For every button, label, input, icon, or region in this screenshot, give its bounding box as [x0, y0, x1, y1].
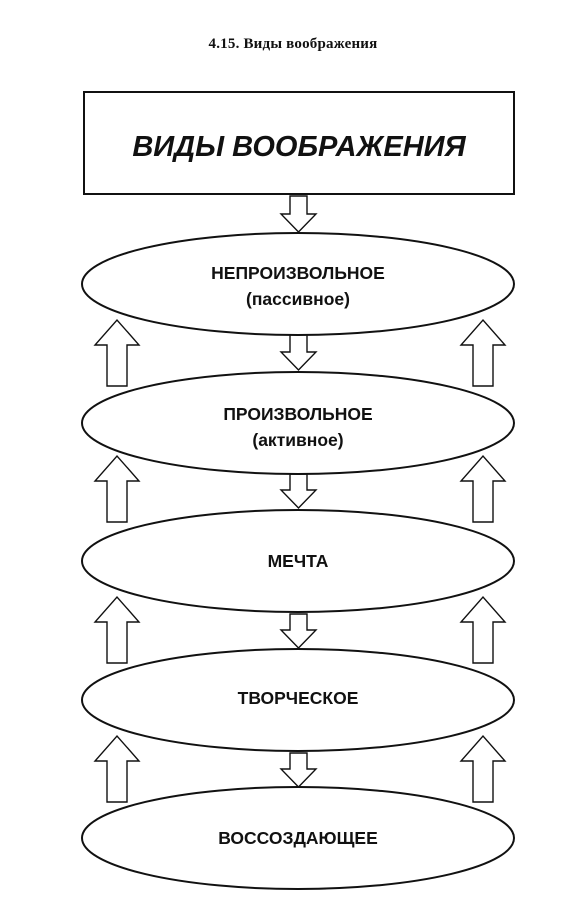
node-involuntary-ellipse — [81, 232, 515, 336]
figure-caption: 4.15. Виды воображения — [208, 36, 378, 52]
node-dream-label: МЕЧТА — [268, 551, 329, 571]
node-voluntary: ПРОИЗВОЛЬНОЕ (активное) — [81, 371, 515, 475]
node-recreative-ellipse — [81, 786, 515, 890]
title-box-frame — [83, 91, 515, 195]
right-up-arrow-3 — [459, 595, 507, 664]
down-arrow-1 — [279, 195, 318, 234]
node-voluntary-ellipse — [81, 371, 515, 475]
node-voluntary-sublabel: (активное) — [252, 430, 343, 450]
diagram-title: ВИДЫ ВООБРАЖЕНИЯ — [132, 131, 466, 163]
left-up-arrow-2 — [93, 454, 141, 523]
node-involuntary: НЕПРОИЗВОЛЬНОЕ (пассивное) — [81, 232, 515, 336]
node-recreative: ВОССОЗДАЮЩЕЕ — [81, 786, 515, 890]
node-voluntary-label: ПРОИЗВОЛЬНОЕ — [223, 404, 372, 424]
node-creative-label: ТВОРЧЕСКОЕ — [238, 688, 359, 708]
node-creative-ellipse — [81, 648, 515, 752]
right-up-arrow-2 — [459, 454, 507, 523]
node-dream: МЕЧТА — [81, 509, 515, 613]
title-box: ВИДЫ ВООБРАЖЕНИЯ — [83, 91, 515, 195]
node-recreative-label: ВОССОЗДАЮЩЕЕ — [218, 828, 378, 848]
right-up-arrow-4 — [459, 734, 507, 803]
node-involuntary-label: НЕПРОИЗВОЛЬНОЕ — [211, 263, 385, 283]
right-up-arrow-1 — [459, 318, 507, 387]
node-dream-ellipse — [81, 509, 515, 613]
left-up-arrow-4 — [93, 734, 141, 803]
down-arrow-4 — [279, 613, 318, 650]
left-up-arrow-3 — [93, 595, 141, 664]
node-involuntary-sublabel: (пассивное) — [246, 289, 350, 309]
down-arrow-2 — [279, 333, 318, 372]
down-arrow-5 — [279, 752, 318, 789]
left-up-arrow-1 — [93, 318, 141, 387]
down-arrow-3 — [279, 473, 318, 510]
node-creative: ТВОРЧЕСКОЕ — [81, 648, 515, 752]
